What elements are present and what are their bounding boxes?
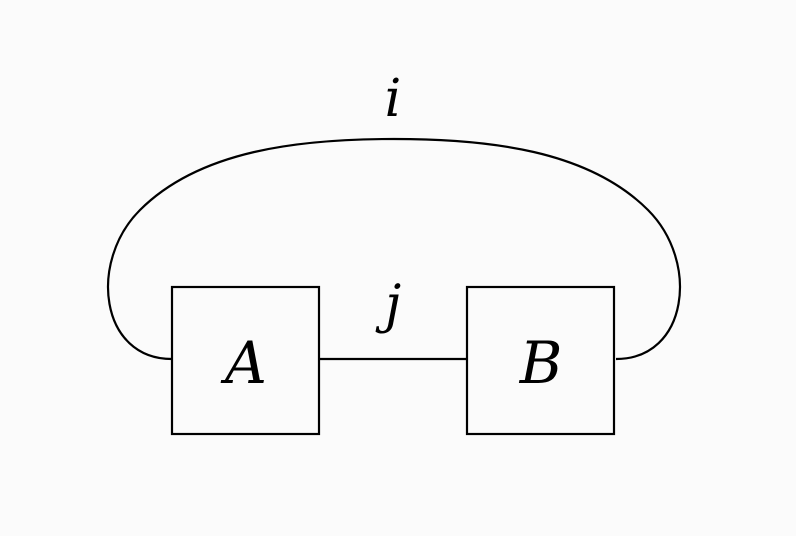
node-b: B <box>465 285 616 436</box>
node-a-label: A <box>220 329 267 397</box>
node-b-box <box>465 285 616 436</box>
node-b-label: B <box>519 329 563 397</box>
node-a: A <box>170 285 321 436</box>
edge-i <box>107 137 681 361</box>
edge-i-label: i <box>385 69 402 129</box>
node-a-box <box>170 285 321 436</box>
edge-j-label: j <box>375 275 401 335</box>
